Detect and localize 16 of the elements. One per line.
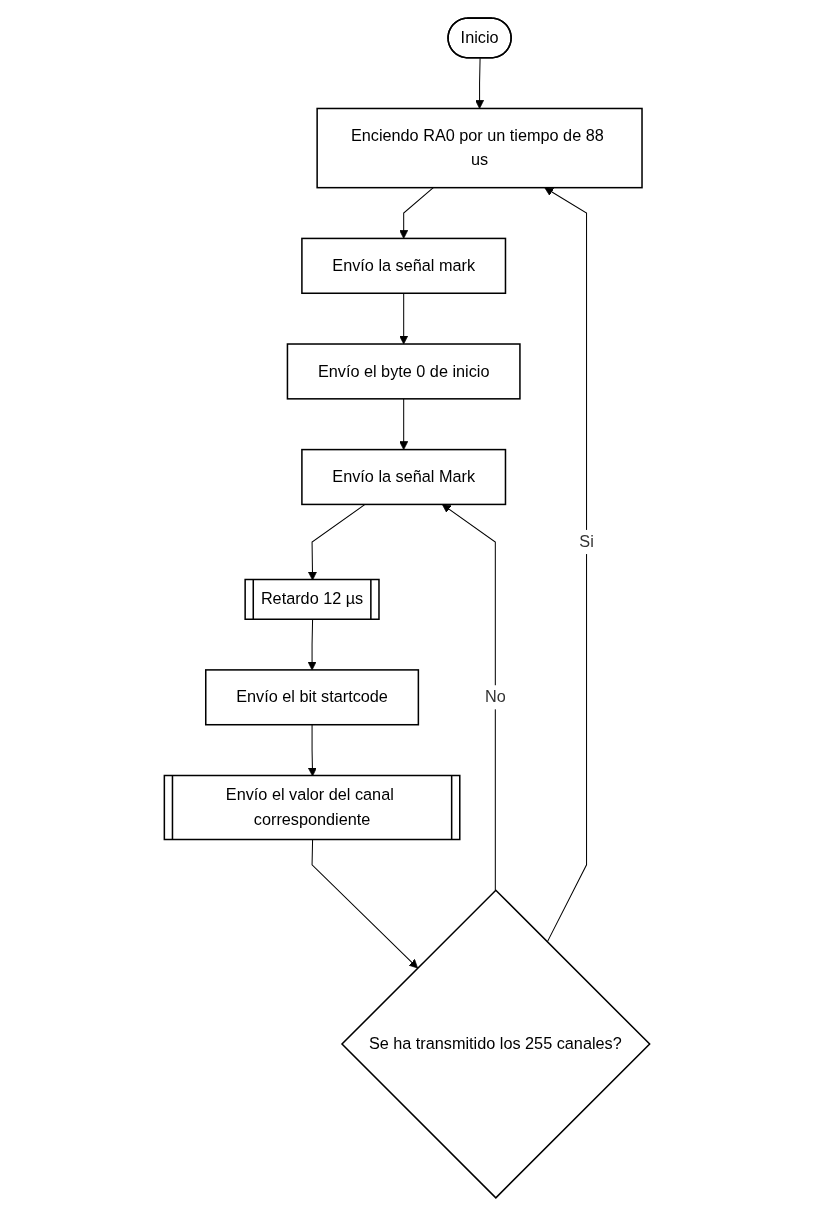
arrow xyxy=(475,57,485,109)
node-box: Envío el byte 0 de inicio xyxy=(286,343,521,400)
node-box: Envío el bit startcode xyxy=(205,669,420,726)
arrow xyxy=(399,187,434,239)
arrow xyxy=(441,504,496,891)
arrow xyxy=(399,398,409,450)
edge-label: No xyxy=(484,688,506,706)
node-diamond: Se ha transmitido los 255 canales? xyxy=(340,889,651,1199)
arrow xyxy=(307,619,317,671)
node-box: Envío la señal mark xyxy=(301,237,507,294)
arrow xyxy=(399,292,409,345)
arrow xyxy=(311,839,418,969)
node-box: Envío la señal Mark xyxy=(301,448,507,506)
node-box: Enciendo RA0 por un tiempo de 88 us xyxy=(316,107,643,189)
edge-label: Si xyxy=(579,532,594,551)
arrow xyxy=(544,187,588,943)
